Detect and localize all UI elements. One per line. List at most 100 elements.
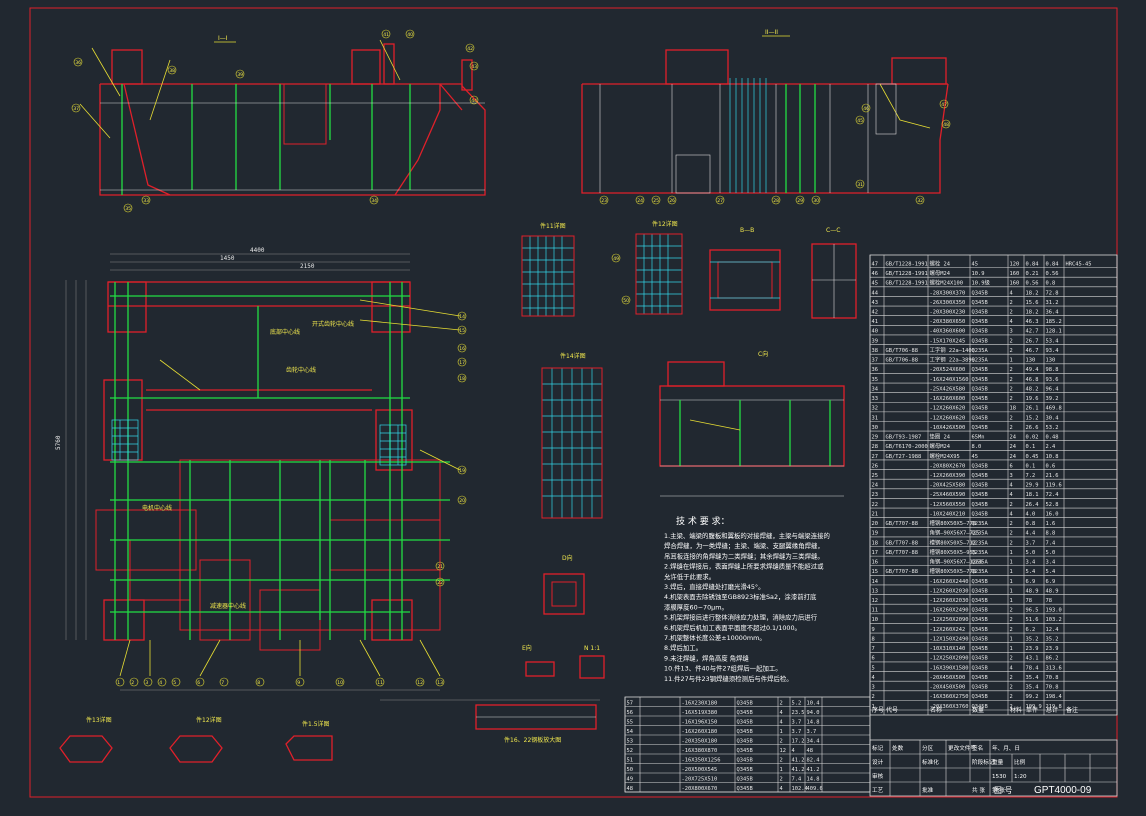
bom-lower-cell: Q345B [737, 767, 753, 773]
part-balloon [235, 69, 245, 79]
bom-cell: 36.4 [1046, 310, 1059, 316]
bom-cell: 33 [872, 396, 879, 402]
bom-lower-cell: 2 [780, 776, 783, 782]
bom-lower-cell: 48 [627, 786, 634, 792]
bom-cell: 11 [872, 608, 879, 614]
bom-lower-cell: Q345B [737, 729, 753, 735]
part-balloon-label: 13 [437, 680, 443, 686]
bom-cell: 20 [872, 521, 879, 527]
bom-cell: 39 [872, 338, 879, 344]
view-label-bb: B—B [740, 227, 754, 234]
bom-cell: 53.4 [1046, 338, 1059, 344]
part-balloon-label: 24 [637, 198, 643, 204]
bom-cell: 38 [872, 348, 879, 354]
title-block-cell: 分区 [922, 744, 934, 752]
bom-cell: 4 [1010, 492, 1013, 498]
bom-lower-cell: 1 [780, 767, 783, 773]
bom-cell: 35.4 [1026, 685, 1039, 691]
part-balloon [715, 195, 725, 205]
bom-cell: Q345B [972, 415, 988, 421]
part-balloon [457, 373, 467, 383]
bom-cell: 14 [872, 579, 879, 585]
bom-lower-cell: 51 [627, 757, 634, 763]
bom-cell: 2 [1010, 367, 1013, 373]
bom-cell: GB/T1228-1991 [886, 271, 928, 277]
bom-cell: -20X300X230 [930, 310, 966, 316]
bom-cell: 23 [872, 492, 879, 498]
detail-label-a: 件11详图 [540, 222, 566, 230]
bom-cell: 35 [872, 377, 879, 383]
bom-cell: 2 [1010, 656, 1013, 662]
part-balloon-label: 32 [917, 198, 923, 204]
bom-cell: 2 [1010, 310, 1013, 316]
bom-lower-cell: -20X800X670 [682, 786, 718, 792]
bom-cell: -12X560X550 [930, 502, 966, 508]
bom-lower-cell: 94.0 [807, 710, 820, 716]
part-balloon [167, 65, 177, 75]
bom-cell: 120 [1010, 261, 1020, 267]
tech-note-line: 1.主梁、端梁的腹板和翼板的对接焊缝，主梁与端梁连接的 [664, 531, 830, 540]
bom-cell: 23.9 [1026, 646, 1039, 652]
bom-cell: 72.4 [1046, 492, 1059, 498]
bom-cell: 45 [972, 454, 979, 460]
detail-label-g: 件16、22钢板放大图 [504, 736, 561, 744]
part-balloon-label: 1 [117, 680, 120, 686]
bom-cell: 17 [872, 550, 879, 556]
part-balloon [855, 179, 865, 189]
bom-cell: 30 [872, 425, 879, 431]
dim-a: 1450 [220, 255, 235, 262]
bom-header-cell: 单件 [1026, 706, 1038, 714]
bom-cell: 42 [872, 310, 879, 316]
bom-cell: 5.4 [1026, 569, 1036, 575]
bom-cell: -12X260X2030 [930, 598, 969, 604]
bom-cell: Q235A [972, 358, 989, 364]
bom-cell: 13 [872, 588, 879, 594]
bom-cell: Q345B [972, 617, 988, 623]
bom-cell: 18 [1010, 406, 1017, 412]
bom-cell: 0.1 [1026, 444, 1036, 450]
part-balloon [465, 43, 475, 53]
bom-lower-cell: 4 [780, 710, 783, 716]
bom-cell: 角钢—90X56X7—1260 [930, 558, 983, 566]
bom-cell: 螺母M24 [930, 269, 951, 277]
bom-cell: 45 [872, 281, 879, 287]
bom-cell: 4.4 [1026, 531, 1036, 537]
part-balloon-label: 8 [257, 680, 260, 686]
part-balloon-label: 45 [857, 118, 863, 124]
bom-cell: 1 [1010, 550, 1013, 556]
bom-cell: Q345B [972, 396, 988, 402]
part-balloon [335, 677, 345, 687]
bom-lower-cell: 2 [780, 757, 783, 763]
bom-cell: 35.4 [1026, 675, 1039, 681]
bom-cell: 2 [1010, 531, 1013, 537]
part-balloon-label: 23 [601, 198, 607, 204]
bom-cell: 2 [1010, 502, 1013, 508]
bom-cell: 35.2 [1026, 636, 1039, 642]
bom-header-cell: 名称 [930, 706, 942, 714]
part-balloon [157, 677, 167, 687]
technical-requirements: 技 术 要 求： 1.主梁、端梁的腹板和翼板的对接焊缝，主梁与端梁连接的 焊合焊… [664, 515, 830, 683]
part-balloon [195, 677, 205, 687]
bom-cell: 30.4 [1046, 415, 1059, 421]
part-balloon-label: 38 [169, 68, 175, 74]
bom-cell: -20X450X500 [930, 685, 966, 691]
bom-cell: -20X380X650 [930, 319, 966, 325]
bom-cell: Q345B [972, 502, 988, 508]
bom-cell: 4 [1010, 483, 1013, 489]
bom-cell: 螺母M24 [930, 442, 951, 450]
bom-cell: 40 [872, 329, 879, 335]
view-label-c: C向 [758, 350, 768, 358]
bom-cell: 72.8 [1046, 290, 1059, 296]
part-balloon [635, 195, 645, 205]
bom-cell: -16X260X2490 [930, 608, 969, 614]
bom-lower-cell: 41.2 [807, 767, 820, 773]
bom-cell: Q345B [972, 675, 988, 681]
tech-note-line: 3.焊后，直接焊缝处打磨光滑45°。 [664, 582, 765, 591]
tech-note-line: 6.机架焊后机加工表面平面度不超过0.1/1000。 [664, 623, 801, 632]
title-block-cell: 处数 [892, 744, 904, 752]
part-balloon [915, 195, 925, 205]
annot-motor-center: 电机中心线 [142, 504, 172, 512]
bom-lower-cell: 1 [780, 729, 783, 735]
